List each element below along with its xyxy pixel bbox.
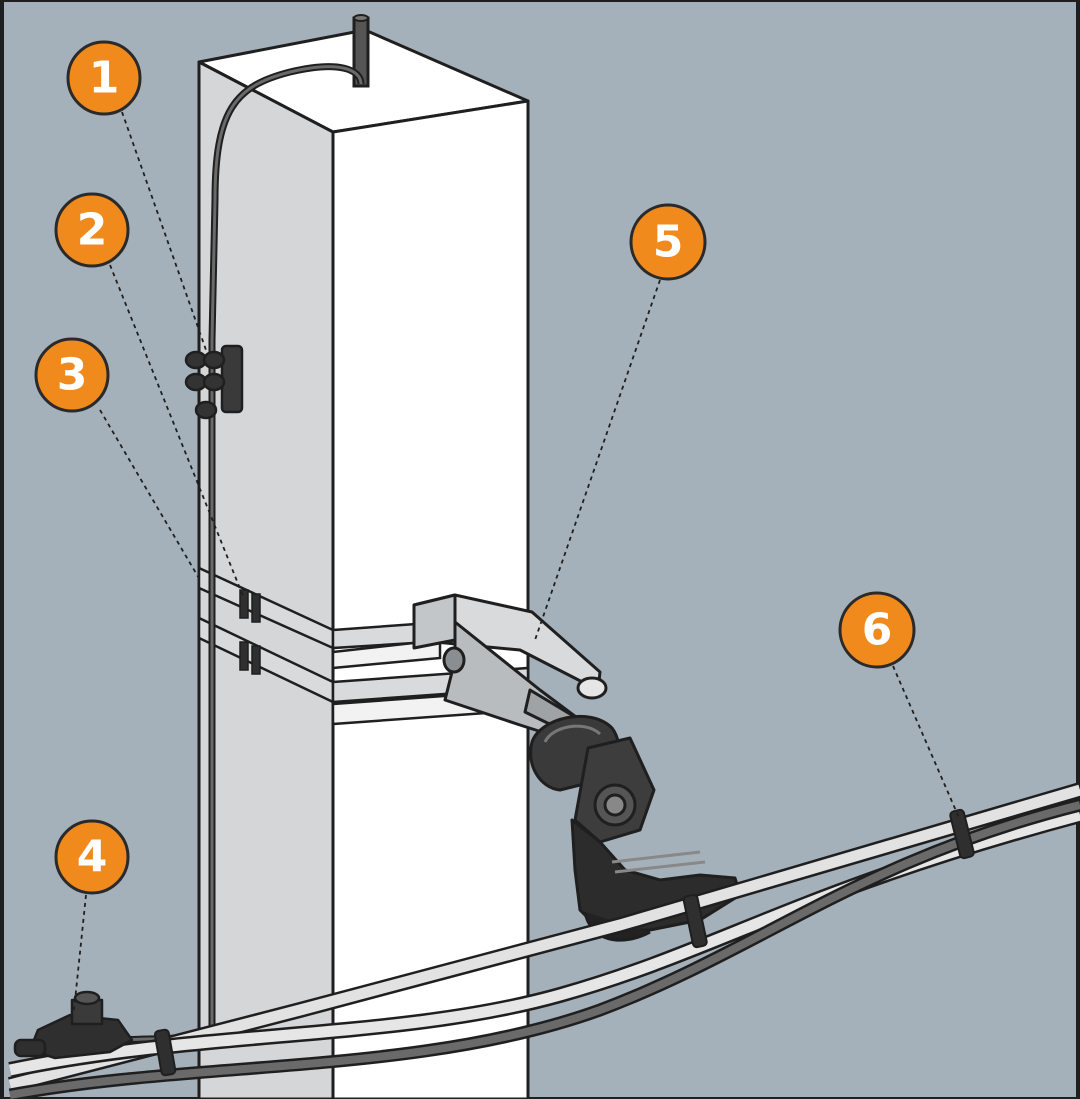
piercing-connector bbox=[13, 990, 134, 1060]
callout-6: 6 bbox=[838, 591, 916, 669]
callout-3: 3 bbox=[34, 337, 110, 413]
callout-2: 2 bbox=[54, 192, 130, 268]
callout-badge bbox=[54, 819, 130, 895]
callout-number: 3 bbox=[57, 350, 88, 401]
pole-left-face bbox=[197, 60, 335, 1099]
callout-number: 4 bbox=[77, 832, 108, 883]
callout-number: 2 bbox=[77, 205, 108, 256]
aerial-cable-bundle bbox=[7, 782, 1080, 1099]
callout-badge bbox=[629, 203, 707, 281]
band-buckles bbox=[239, 589, 261, 675]
callout-number: 1 bbox=[89, 53, 120, 104]
concrete-pole bbox=[197, 28, 530, 1099]
callout-number: 5 bbox=[653, 217, 684, 268]
callout-1: 1 bbox=[66, 40, 142, 116]
leader-lines bbox=[73, 111, 961, 1011]
grounding-rod bbox=[352, 14, 370, 88]
cable-ties bbox=[153, 808, 975, 1077]
callout-badge bbox=[54, 192, 130, 268]
callout-number: 6 bbox=[862, 605, 893, 656]
anchor-bracket bbox=[412, 593, 608, 750]
callout-5: 5 bbox=[629, 203, 707, 281]
drop-wire-connector bbox=[184, 344, 244, 420]
callout-badge bbox=[34, 337, 110, 413]
callout-4: 4 bbox=[54, 819, 130, 895]
callout-badge bbox=[66, 40, 142, 116]
callout-badge bbox=[838, 591, 916, 669]
